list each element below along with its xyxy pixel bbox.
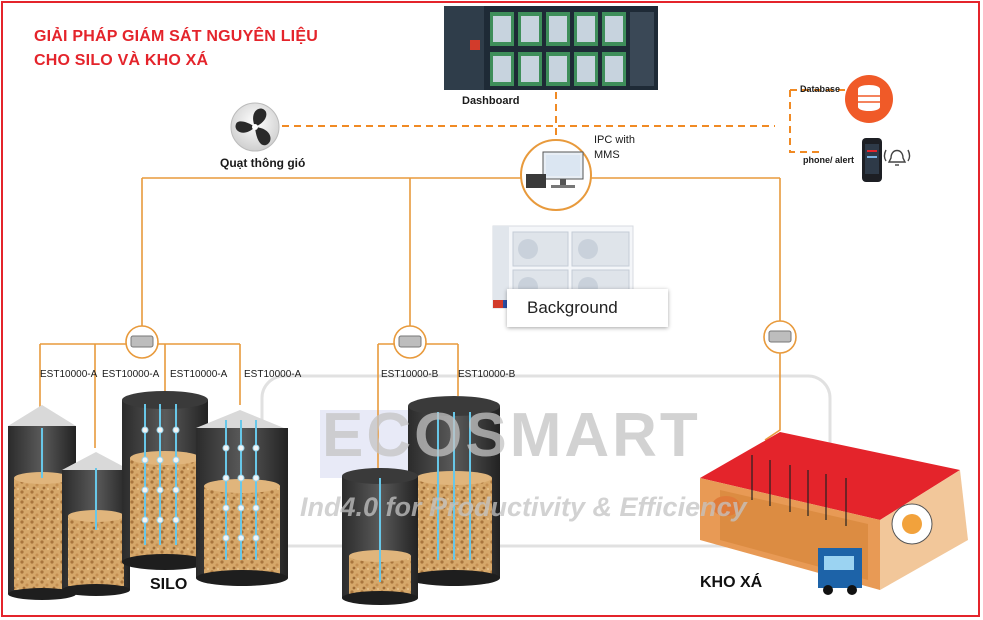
silo-group-a <box>8 391 288 600</box>
warehouse-label: KHO XÁ <box>700 574 763 591</box>
dashboard-screen <box>444 6 658 90</box>
silo-label: SILO <box>150 576 188 593</box>
warehouse-illustration <box>700 432 968 595</box>
watermark-brand: ECOSMART <box>322 401 701 470</box>
sensor-label: EST10000-B <box>381 369 439 380</box>
sensor-label: EST10000-A <box>244 369 302 380</box>
fan-label: Quạt thông gió <box>220 156 306 170</box>
diagram-title-line2: CHO SILO VÀ KHO XÁ <box>34 52 209 69</box>
gateway-icon <box>125 325 159 359</box>
fan-icon <box>230 102 280 152</box>
sensor-label: EST10000-A <box>102 369 160 380</box>
background-label-box: Background <box>507 289 668 327</box>
watermark-tagline: Ind4.0 for Productivity & Efficiency <box>300 492 747 522</box>
ipc-label: IPC with MMS <box>594 134 635 161</box>
database-label: Database <box>800 84 841 94</box>
gateway-icon <box>763 320 797 354</box>
database-icon <box>845 75 893 123</box>
diagram-title-line1: GIẢI PHÁP GIÁM SÁT NGUYÊN LIỆU <box>34 28 318 45</box>
silo-group-b <box>342 396 500 605</box>
background-label: Background <box>527 298 618 317</box>
phone-alert-label: phone/ alert <box>803 155 855 165</box>
sensor-label: EST10000-B <box>458 369 516 380</box>
gateway-icon <box>393 325 427 359</box>
ipc-computer-icon <box>520 139 592 211</box>
bell-icon <box>883 149 911 166</box>
sensor-label: EST10000-A <box>40 369 98 380</box>
phone-icon <box>862 138 882 182</box>
sensor-label: EST10000-A <box>170 369 228 380</box>
dashboard-label: Dashboard <box>462 95 520 107</box>
